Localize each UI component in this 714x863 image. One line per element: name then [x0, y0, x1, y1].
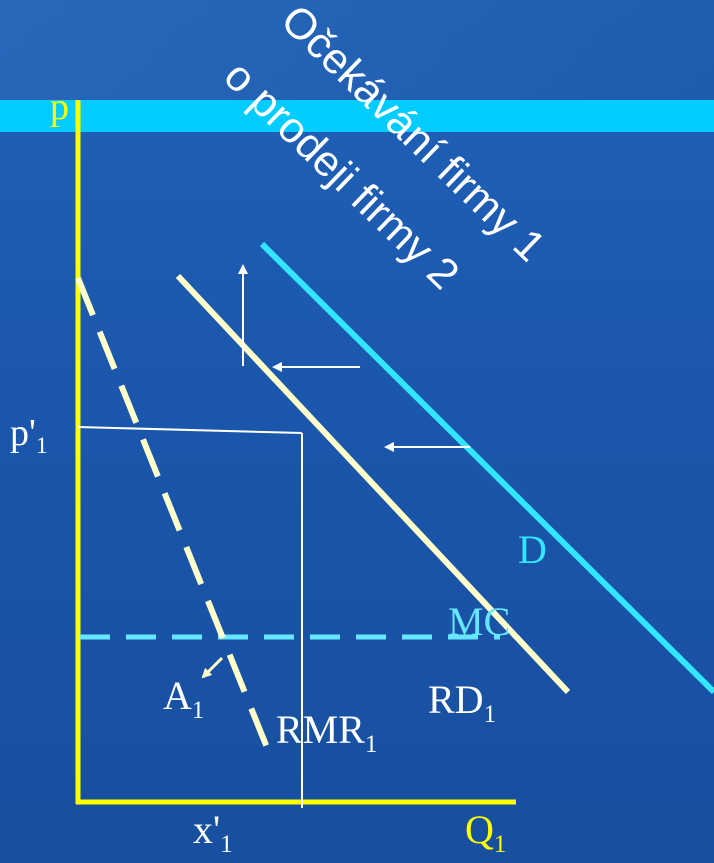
rmr1-label: RMR1	[276, 707, 377, 757]
point-a1-sub: 1	[191, 696, 205, 724]
quantity-x1-sub: 1	[220, 830, 233, 858]
rmr1-main: RMR	[276, 707, 365, 752]
rmr1-sub: 1	[364, 730, 378, 758]
residual-demand-label: RD1	[428, 677, 496, 727]
residual-demand-sub: 1	[483, 700, 496, 728]
quantity-x1-label: x'1	[193, 807, 233, 857]
price-p1-sub: 1	[35, 433, 48, 460]
y-axis-label: p	[50, 86, 69, 128]
intersection-arrow-a1	[201, 656, 224, 679]
point-a1-label: A1	[163, 673, 204, 723]
x-axis-label: Q1	[465, 807, 506, 857]
title-band	[0, 100, 714, 132]
marginal-cost-label: MC	[448, 599, 511, 644]
price-guide-line	[77, 426, 303, 434]
price-p1-main: p'	[10, 412, 36, 454]
point-a1-main: A	[163, 673, 192, 718]
background-top	[0, 0, 714, 100]
x-axis-sub: 1	[493, 830, 507, 858]
residual-marginal-revenue-rmr1	[75, 276, 275, 762]
price-p1-label: p'1	[10, 412, 48, 458]
demand-label: D	[518, 527, 547, 572]
x-axis-main: Q	[465, 807, 494, 852]
quantity-x1-main: x'	[193, 807, 221, 852]
residual-demand-main: RD	[428, 677, 484, 722]
demand-curve-d	[259, 241, 714, 695]
